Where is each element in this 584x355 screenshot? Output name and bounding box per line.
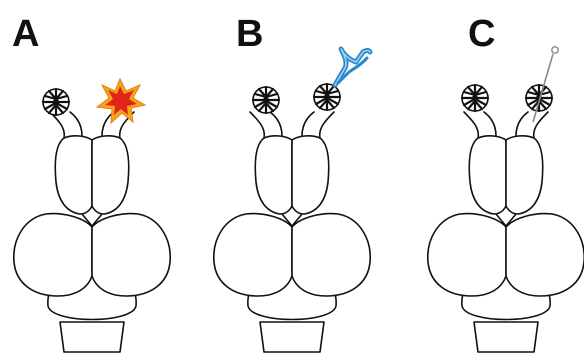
panel-label-a: A: [12, 13, 39, 55]
olfactory-rosette-left-c: [462, 85, 488, 111]
panel-b: B: [214, 13, 370, 352]
panel-label-b: B: [236, 13, 263, 55]
olfactory-rosette-right-b: [314, 84, 340, 110]
explosion-icon: [97, 79, 145, 123]
brain-outline-a: [14, 112, 170, 352]
brain-outline-b: [214, 112, 370, 352]
panel-a: A: [12, 13, 170, 352]
forceps-icon: [335, 49, 370, 85]
olfactory-rosette-right-c: [526, 85, 552, 111]
panel-c: C: [428, 13, 584, 352]
panel-label-c: C: [468, 13, 495, 55]
olfactory-rosette-left-a: [43, 89, 69, 115]
olfactory-rosette-left-b: [253, 87, 279, 113]
brain-outline-c: [428, 112, 584, 352]
